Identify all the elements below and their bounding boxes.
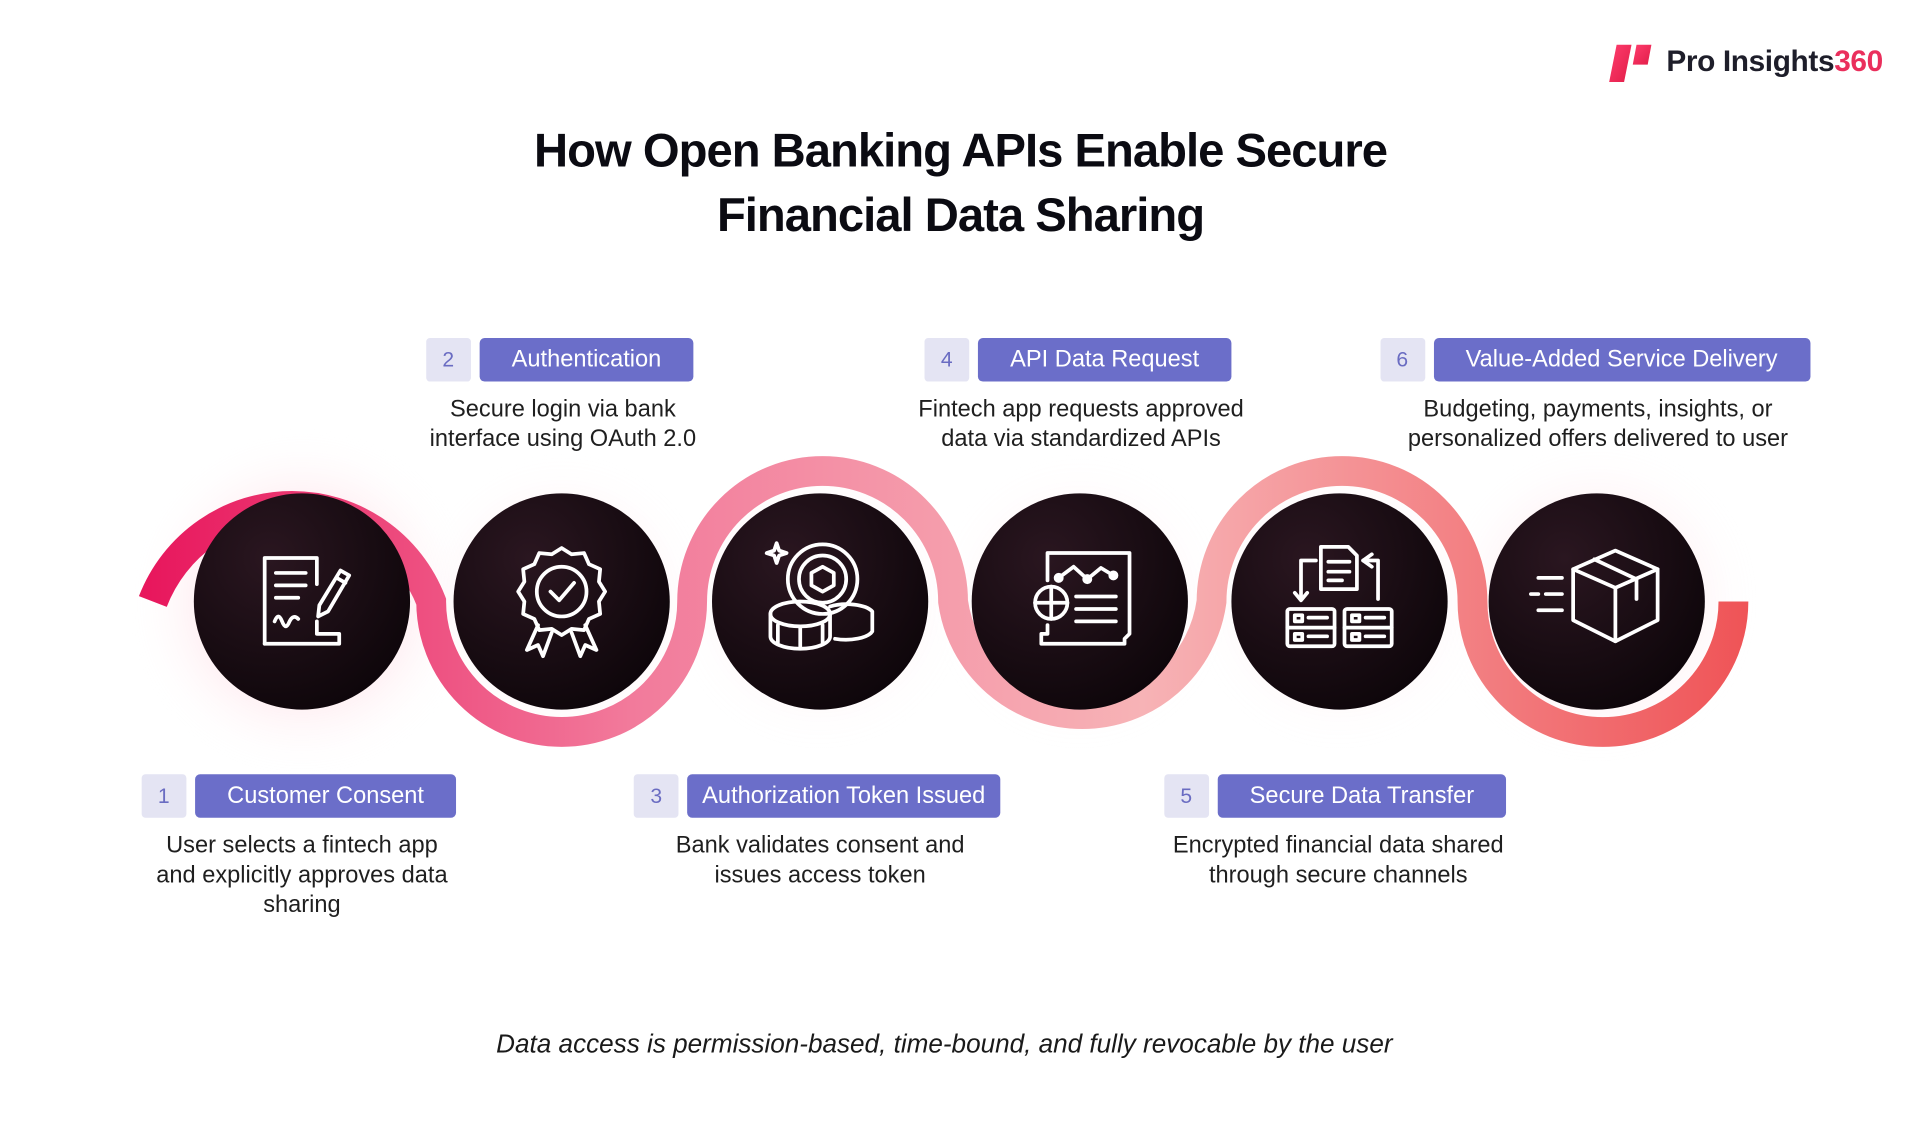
data-report-icon bbox=[1033, 551, 1132, 646]
logo-mark-icon bbox=[1609, 44, 1652, 83]
step-4: 4 API Data Request Fintech app requests … bbox=[820, 338, 1342, 455]
step-circle-5 bbox=[1231, 493, 1448, 710]
step-number: 6 bbox=[1379, 338, 1425, 382]
token-coins-icon bbox=[764, 541, 875, 651]
step-circle-2 bbox=[453, 493, 670, 710]
title-line-2: Financial Data Sharing bbox=[716, 190, 1205, 243]
delivery-box-icon bbox=[1529, 548, 1660, 644]
data-transfer-icon bbox=[1285, 544, 1394, 649]
step-description: Fintech app requests approved data via s… bbox=[918, 396, 1244, 453]
step-5: 5 Secure Data Transfer Encrypted financi… bbox=[1077, 774, 1599, 891]
page-title: How Open Banking APIs Enable Secure Fina… bbox=[0, 119, 1921, 248]
step-description: User selects a fintech app and explicitl… bbox=[156, 832, 448, 919]
step-label: Customer Consent bbox=[194, 774, 457, 818]
step-circle-4 bbox=[971, 493, 1188, 710]
step-label: Authorization Token Issued bbox=[687, 774, 1001, 818]
step-label: Secure Data Transfer bbox=[1217, 774, 1507, 818]
step-description: Encrypted financial data shared through … bbox=[1172, 832, 1504, 889]
step-2: 2 Authentication Secure login via bank i… bbox=[302, 338, 824, 455]
footnote: Data access is permission-based, time-bo… bbox=[496, 1030, 1393, 1059]
step-number: 4 bbox=[924, 338, 970, 382]
step-circle-6 bbox=[1488, 493, 1705, 710]
step-number: 2 bbox=[425, 338, 471, 382]
step-circle-3 bbox=[712, 493, 929, 710]
step-1: 1 Customer Consent User selects a fintec… bbox=[41, 774, 563, 921]
step-label: Authentication bbox=[479, 338, 694, 382]
logo-text: Pro Insights360 bbox=[1666, 44, 1883, 79]
step-circle-1 bbox=[193, 493, 411, 710]
verified-badge-icon bbox=[516, 546, 608, 659]
signed-document-icon bbox=[262, 556, 352, 646]
step-6: 6 Value-Added Service Delivery Budgeting… bbox=[1337, 338, 1859, 455]
step-label: Value-Added Service Delivery bbox=[1433, 338, 1810, 382]
brand-logo[interactable]: Pro Insights360 bbox=[1607, 37, 1883, 87]
step-description: Bank validates consent and issues access… bbox=[675, 832, 965, 889]
step-label: API Data Request bbox=[977, 338, 1232, 382]
step-number: 1 bbox=[141, 774, 187, 818]
step-description: Secure login via bank interface using OA… bbox=[429, 396, 697, 453]
title-line-1: How Open Banking APIs Enable Secure bbox=[534, 125, 1388, 178]
step-number: 5 bbox=[1163, 774, 1209, 818]
flow-ribbon bbox=[138, 456, 1749, 747]
step-3: 3 Authorization Token Issued Bank valida… bbox=[559, 774, 1081, 891]
step-number: 3 bbox=[633, 774, 679, 818]
step-description: Budgeting, payments, insights, or person… bbox=[1407, 396, 1789, 453]
